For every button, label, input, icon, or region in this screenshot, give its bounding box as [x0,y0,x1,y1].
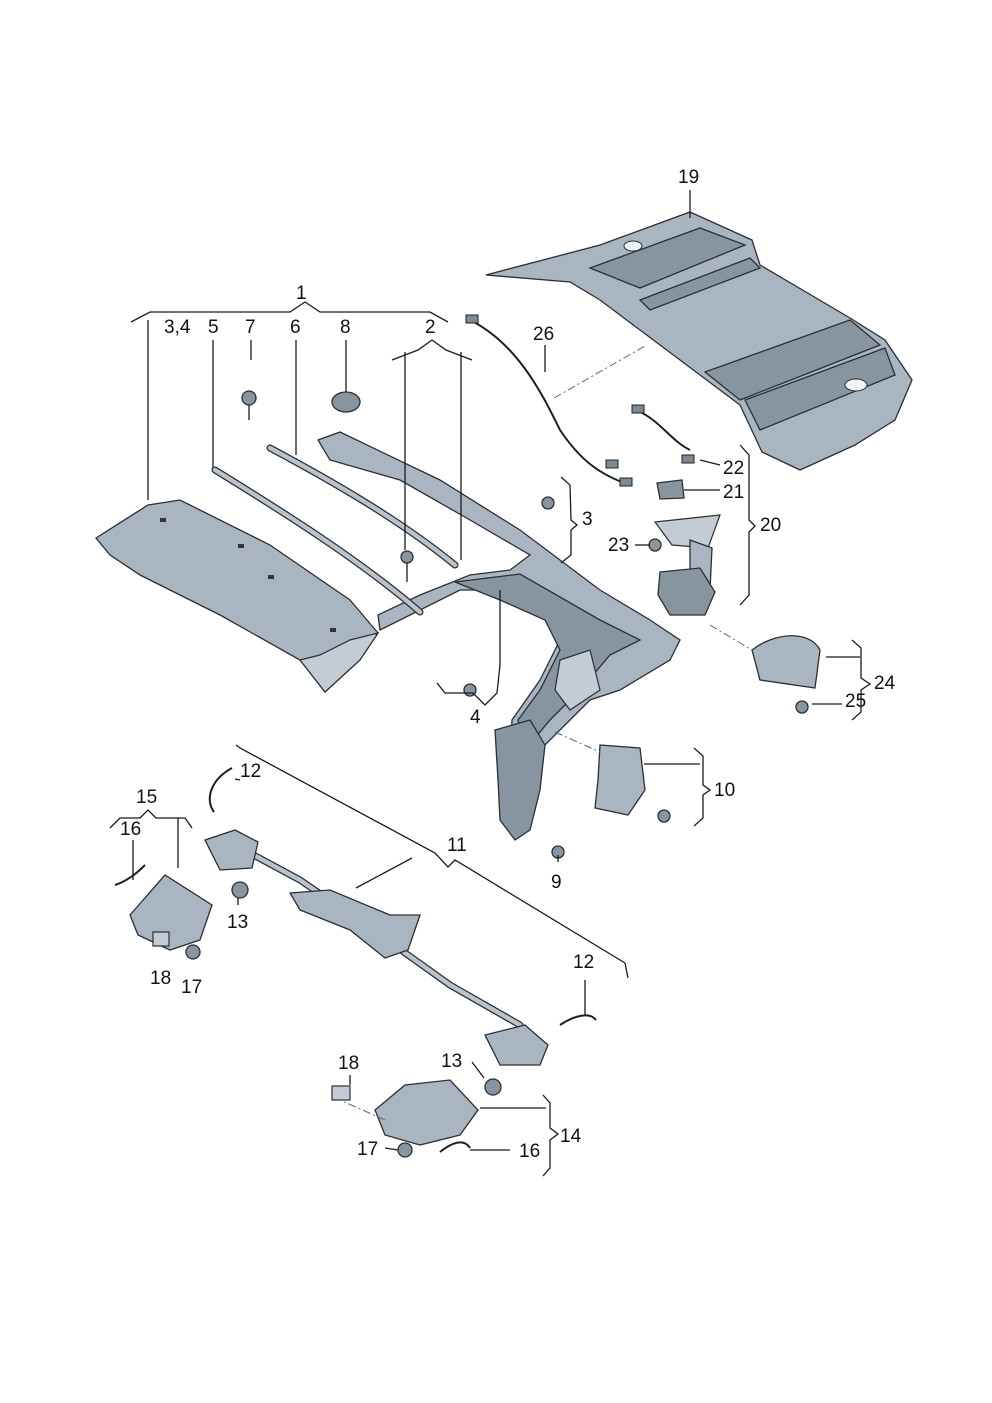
callout-5: 5 [208,317,219,338]
brackets [129,874,502,1158]
callout-1: 1 [296,283,307,304]
roof-linkage-rod [204,829,549,1066]
leader-lines [109,190,872,1177]
callout-17-upper: 17 [181,977,202,998]
callout-15: 15 [136,787,157,808]
wiring [465,314,695,487]
callout-11: 11 [447,835,467,856]
callout-16-lower: 16 [519,1141,540,1162]
trim-cover [594,744,646,816]
cap-cover [751,635,821,689]
callout-24: 24 [874,673,896,694]
callout-3-4: 3,4 [164,317,191,338]
callout-18-upper: 18 [150,968,171,989]
callout-10: 10 [714,780,735,801]
callout-9: 9 [551,872,562,893]
callout-21: 21 [723,482,744,503]
callout-12-lower: 12 [573,952,594,973]
callout-7: 7 [245,317,256,338]
callout-2: 2 [425,317,436,338]
rear-roof-panel [485,211,913,471]
callout-13-upper: 13 [227,912,248,933]
callout-4: 4 [470,707,481,728]
lock-latch-assembly [653,479,721,616]
callout-3: 3 [582,509,593,530]
seal-strips [211,444,459,616]
guide-lines [339,345,753,1121]
callout-labels: 1 2 3,4 5 7 6 8 19 26 22 21 3 20 23 24 2… [120,167,896,1162]
callout-26: 26 [533,324,554,345]
roof-pivot-bracket [494,649,601,841]
callout-18-lower: 18 [338,1053,359,1074]
front-roof-panel [95,499,380,693]
callout-17-lower: 17 [357,1139,378,1160]
callout-22: 22 [723,458,744,479]
callout-12-upper: 12 [240,761,261,782]
callout-20: 20 [760,515,781,536]
callout-6: 6 [290,317,301,338]
callout-8: 8 [340,317,351,338]
callout-16-left: 16 [120,819,141,840]
callout-25: 25 [845,691,866,712]
callout-14: 14 [560,1126,582,1147]
callout-13-lower: 13 [441,1051,462,1072]
callout-19: 19 [678,167,699,188]
callout-23: 23 [608,535,629,556]
sensor-wires [114,767,597,1153]
